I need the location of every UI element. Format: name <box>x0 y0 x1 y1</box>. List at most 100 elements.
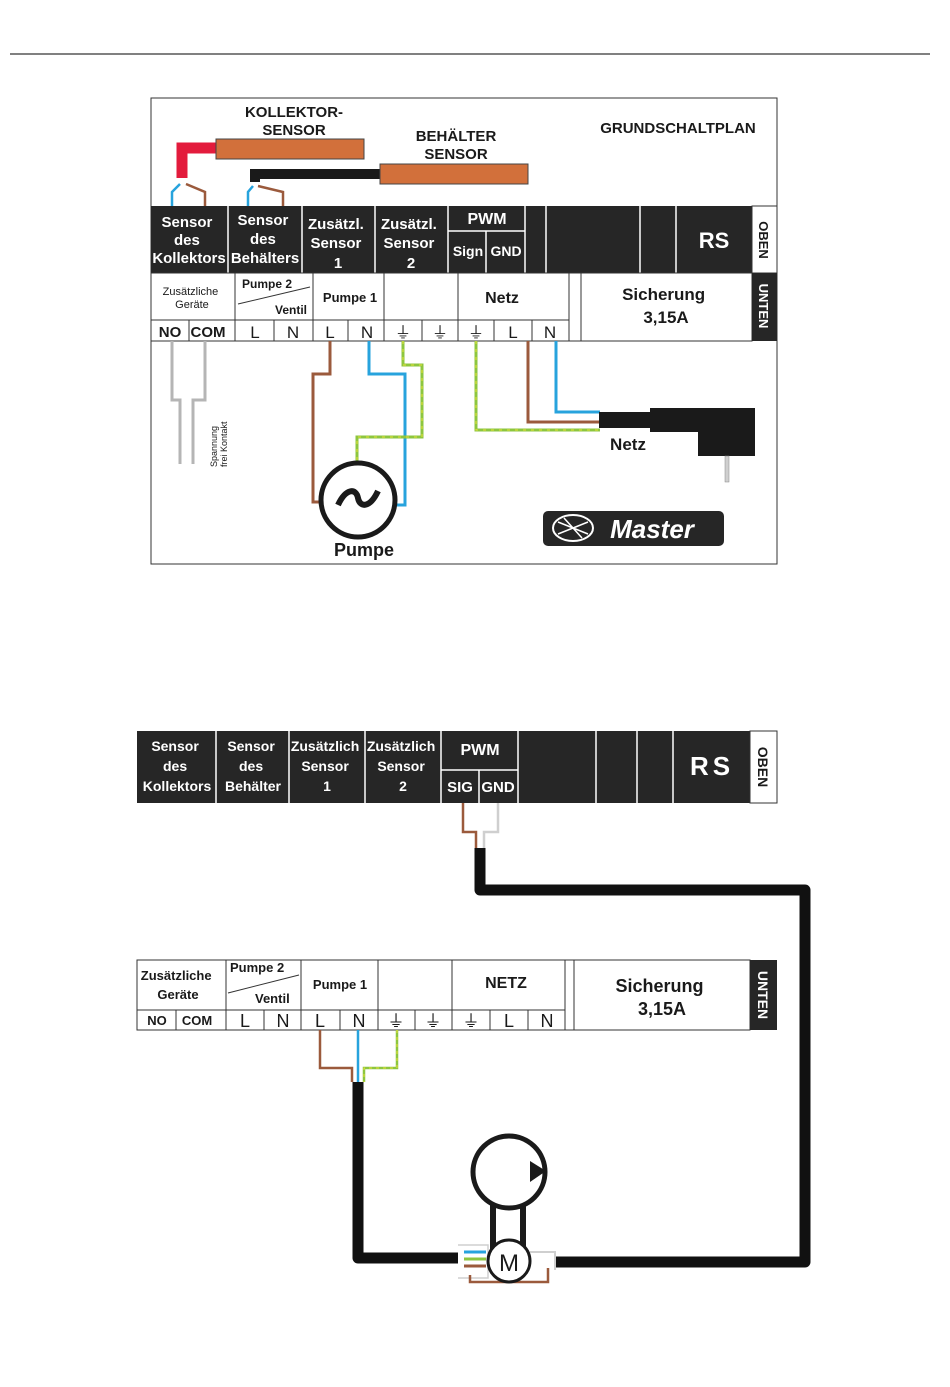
behaelter-sensor-cable <box>250 169 380 182</box>
unten-label-box <box>752 273 777 341</box>
kollektor-sensor-body <box>215 138 365 160</box>
terminal-netz-n: N <box>544 323 556 342</box>
terminal-pumpe2-n: N <box>287 323 299 342</box>
pwm-header-2: PWM <box>460 742 499 759</box>
terminal-pumpe2-n-2: N <box>277 1011 290 1031</box>
terminal-pumpe1-n: N <box>361 323 373 342</box>
pumpe-2-label: Pumpe 2 <box>242 277 292 291</box>
terminal-pumpe1-n-2: N <box>353 1011 366 1031</box>
zusaetzl-sensor-2-cell: Zusätzl. Sensor 2 <box>381 216 441 272</box>
kollektor-sensor-label-line1: KOLLEKTOR- <box>245 104 343 121</box>
lower-terminal-background <box>150 272 753 342</box>
pwm-gnd-terminal-2: GND <box>481 779 515 796</box>
sensor-kollektors-cell-2: Sensor des Kollektors <box>143 738 212 794</box>
diagram-grundschaltplan: GRUNDSCHALTPLAN KOLLEKTOR- SENSOR BEHÄLT… <box>150 97 778 565</box>
ground-icon: ⏚ <box>432 324 448 342</box>
ground-icon: ⏚ <box>468 324 484 342</box>
oben-label-box-2 <box>749 730 778 804</box>
oben-label: OBEN <box>756 221 771 259</box>
master-logo: Master <box>543 511 724 546</box>
netz-cell-label-2: NETZ <box>485 975 527 992</box>
lower-terminal-block-2: Zusätzliche Geräte Pumpe 2 Ventil Pumpe … <box>136 959 777 1031</box>
pump-power-cable <box>318 1030 458 1264</box>
circulation-pump: M <box>458 1133 556 1284</box>
sensor-behaelters-cell: Sensor des Behälters <box>231 212 299 267</box>
kollektor-wire-brown <box>185 182 207 206</box>
plug-pin <box>724 455 730 483</box>
master-logo-emblem-icon <box>552 514 594 542</box>
diagram-pwm-pump: Sensor des Kollektors Sensor des Behälte… <box>136 730 811 1284</box>
diagram-title: GRUNDSCHALTPLAN <box>600 120 756 137</box>
terminal-pumpe2-l: L <box>250 323 259 342</box>
flow-direction-icon <box>530 1161 546 1182</box>
terminal-netz-l: L <box>508 323 517 342</box>
sicherung-label: Sicherung 3,15A <box>622 285 710 327</box>
behaelter-sensor: BEHÄLTER SENSOR <box>246 128 529 206</box>
zusaetzl-sensor-1-cell: Zusätzl. Sensor 1 <box>308 216 368 272</box>
kollektor-sensor-cable <box>176 142 216 178</box>
upper-terminal-block-2: Sensor des Kollektors Sensor des Behälte… <box>137 730 778 804</box>
pumpe-label: Pumpe <box>334 540 394 560</box>
spannung-frei-kontakt-label: Spannung frei Kontakt <box>209 421 229 467</box>
pwm-cable-black <box>474 848 811 1268</box>
pumpe-1-wiring: Pumpe <box>311 341 424 560</box>
terminal-netz-n-2: N <box>541 1011 554 1031</box>
zusaetzlich-sensor-1-cell-2: Zusätzlich Sensor 1 <box>291 738 363 794</box>
upper-terminal-background <box>151 206 752 273</box>
lower-terminal-block: Zusätzliche Geräte Pumpe 2 Ventil Pumpe … <box>150 272 777 342</box>
pump-power-cable-black <box>352 1082 458 1264</box>
terminal-pumpe1-l-2: L <box>315 1011 325 1031</box>
terminal-netz-l-2: L <box>504 1011 514 1031</box>
rs-port-2: RS <box>690 751 734 781</box>
ground-icon: ⏚ <box>425 1012 442 1031</box>
behaelter-sensor-body <box>379 163 529 185</box>
terminal-com: COM <box>191 324 226 341</box>
upper-terminal-block: Sensor des Kollektors Sensor des Behälte… <box>151 205 778 274</box>
behaelter-wire-brown <box>257 184 285 206</box>
ventil-label: Ventil <box>275 303 307 317</box>
behaelter-wire-blue <box>246 185 254 206</box>
pumpe-1-label: Pumpe 1 <box>323 290 377 305</box>
ground-icon: ⏚ <box>388 1012 405 1031</box>
upper-terminal-background-2 <box>137 731 750 803</box>
zusaetzliche-geraete-cell-2: Zusätzliche Geräte <box>141 968 215 1002</box>
terminal-com-2: COM <box>182 1013 212 1028</box>
netz-plug-label: Netz <box>610 435 646 454</box>
lower-terminal-background-2 <box>136 959 751 1031</box>
behaelter-sensor-label-line1: BEHÄLTER <box>416 128 497 145</box>
sicherung-label-2: Sicherung 3,15A <box>615 976 708 1019</box>
oben-label-2: OBEN <box>755 747 771 787</box>
pwm-sign-terminal: Sign <box>453 243 483 259</box>
sensor-kollektors-cell: Sensor des Kollektors <box>152 214 225 267</box>
potential-free-contact-wires: Spannung frei Kontakt <box>170 341 229 467</box>
terminal-no: NO <box>159 324 182 341</box>
unten-label: UNTEN <box>756 284 771 329</box>
pwm-signal-cable <box>461 803 811 1268</box>
terminal-no-2: NO <box>147 1013 167 1028</box>
ground-icon: ⏚ <box>395 324 411 342</box>
master-logo-text: Master <box>610 514 696 544</box>
ac-sine-icon <box>335 488 381 508</box>
terminal-pumpe2-l-2: L <box>240 1011 250 1031</box>
ventil-label-2: Ventil <box>255 991 290 1006</box>
pump-housing-icon <box>470 1133 548 1211</box>
pumpe-1-label-2: Pumpe 1 <box>313 977 367 992</box>
kollektor-sensor: KOLLEKTOR- SENSOR <box>170 104 365 206</box>
pwm-sig-terminal: SIG <box>447 779 473 796</box>
zusaetzlich-sensor-2-cell-2: Zusätzlich Sensor 2 <box>367 738 439 794</box>
pumpe-2-label-2: Pumpe 2 <box>230 960 284 975</box>
netz-cable <box>599 412 651 428</box>
pwm-gnd-terminal: GND <box>490 243 521 259</box>
sensor-behaelter-cell-2: Sensor des Behälter <box>225 738 282 794</box>
motor-label: M <box>499 1250 519 1277</box>
kollektor-wire-blue <box>170 183 181 206</box>
motor-symbol <box>486 1238 532 1284</box>
zusaetzliche-geraete-cell: Zusätzliche Geräte <box>163 286 222 311</box>
oben-label-box <box>751 205 778 274</box>
netz-wiring: Netz <box>474 341 755 483</box>
behaelter-sensor-label-line2: SENSOR <box>424 146 488 163</box>
unten-label-box-2 <box>750 960 777 1030</box>
pwm-header: PWM <box>467 211 506 228</box>
ground-icon: ⏚ <box>463 1012 480 1031</box>
